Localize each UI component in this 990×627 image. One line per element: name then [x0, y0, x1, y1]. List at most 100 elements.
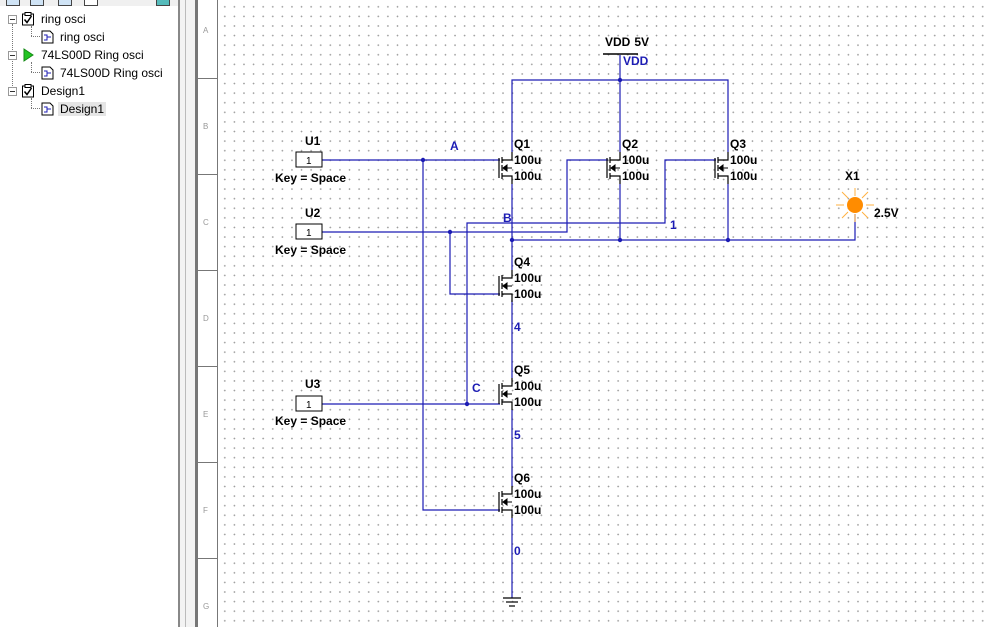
body-arrow-icon: [502, 498, 512, 506]
junction-dot: [617, 77, 623, 83]
junction-dot: [447, 229, 453, 235]
switch-u3[interactable]: U3 1 Key = Space: [275, 377, 346, 428]
net-label-c: C: [472, 381, 481, 395]
mosfet-symbol: [606, 152, 621, 184]
tree-item-design1-design[interactable]: Design1: [8, 82, 87, 100]
tree-item-74ls00d-design[interactable]: 74LS00D Ring osci: [8, 46, 146, 64]
transistor-ref: Q2: [622, 137, 638, 151]
transistor-length: 100u: [514, 169, 541, 183]
tree-item-74ls00d-sheet[interactable]: 74LS00D Ring osci: [40, 64, 165, 82]
mosfet-symbol: [714, 152, 729, 184]
transistor-width: 100u: [514, 487, 541, 501]
junction-dot: [725, 237, 731, 243]
transistor-length: 100u: [730, 169, 757, 183]
lamp-icon: [847, 197, 863, 213]
transistor-width: 100u: [514, 271, 541, 285]
tree-item-label: 74LS00D Ring osci: [41, 48, 144, 62]
net-label-5: 5: [514, 428, 521, 442]
collapse-icon[interactable]: [8, 86, 17, 96]
mosfet-symbol: [498, 486, 513, 518]
wire-c-to-q3[interactable]: [466, 159, 716, 404]
net-label-b: B: [503, 211, 512, 225]
zone-divider: [198, 174, 217, 175]
switch-label: 1: [306, 156, 312, 167]
net-label-0: 0: [514, 544, 521, 558]
tree-connector: [31, 72, 40, 73]
schematic-sheet-icon: [41, 30, 54, 44]
switch-ref: U3: [305, 377, 321, 391]
body-arrow-icon: [502, 164, 512, 172]
design-toolbox-toolbar: [0, 0, 178, 6]
save-design-icon[interactable]: [58, 0, 72, 6]
splitter-edge: [178, 0, 180, 627]
collapse-icon[interactable]: [8, 50, 17, 60]
zone-divider: [198, 78, 217, 79]
switch-u1[interactable]: U1 1 Key = Space: [275, 134, 346, 185]
wire-a-to-q6[interactable]: [422, 160, 500, 511]
wire-net-b[interactable]: [322, 159, 608, 233]
junction-dot: [420, 157, 426, 163]
zone-label: B: [203, 122, 209, 131]
transistor-ref: Q3: [730, 137, 746, 151]
probe-x1[interactable]: X1 2.5V: [836, 169, 899, 222]
hierarchy-icon[interactable]: [156, 0, 170, 6]
switch-u2[interactable]: U2 1 Key = Space: [275, 206, 346, 257]
tree-connector: [31, 98, 32, 108]
zone-divider: [198, 366, 217, 367]
tree-item-label: 74LS00D Ring osci: [60, 66, 163, 80]
schematic-sheet-icon: [41, 66, 54, 80]
body-arrow-icon: [502, 282, 512, 290]
switch-label: 1: [306, 228, 312, 239]
close-design-icon[interactable]: [84, 0, 98, 6]
tree-item-ring-osci-design[interactable]: ring osci: [8, 10, 88, 28]
switch-body[interactable]: [295, 223, 323, 240]
tree-item-ring-osci-sheet[interactable]: ring osci: [40, 28, 107, 46]
zone-label: D: [203, 314, 209, 323]
zone-label: F: [203, 506, 208, 515]
transistor-ref: Q6: [514, 471, 530, 485]
zone-divider: [198, 462, 217, 463]
wire-b-to-q4[interactable]: [449, 232, 500, 295]
switch-key: Key = Space: [275, 414, 346, 428]
zone-label: A: [203, 26, 209, 35]
transistor-length: 100u: [514, 503, 541, 517]
net-label-a: A: [450, 139, 459, 153]
tree-connector: [31, 108, 40, 109]
transistors: Q1100u100uQ2100u100uQ3100u100uQ4100u100u…: [498, 137, 757, 518]
collapse-icon[interactable]: [8, 14, 17, 24]
tree-item-design1-sheet[interactable]: Design1: [40, 100, 107, 118]
open-design-icon[interactable]: [30, 0, 44, 6]
switch-key: Key = Space: [275, 243, 346, 257]
new-design-icon[interactable]: [6, 0, 20, 6]
switch-body[interactable]: [295, 151, 323, 168]
transistor-width: 100u: [514, 153, 541, 167]
zone-label: C: [203, 218, 209, 227]
tree-item-label: ring osci: [60, 30, 105, 44]
schematic-sheet-icon: [41, 102, 54, 116]
transistor-length: 100u: [514, 287, 541, 301]
sheet-border-zones: A B C D E F G: [198, 0, 218, 627]
net-label-1: 1: [670, 218, 677, 232]
splitter-line: [185, 0, 186, 627]
vdd-net-label: VDD: [623, 54, 649, 68]
ground-symbol[interactable]: [503, 597, 521, 607]
wires: [322, 55, 856, 598]
zone-label: E: [203, 410, 209, 419]
tree-item-label: Design1: [41, 84, 86, 98]
transistor-q6[interactable]: Q6 100u 100u: [498, 471, 541, 518]
wire-net-1-output[interactable]: [512, 214, 856, 241]
switch-body[interactable]: [295, 395, 323, 412]
schematic-canvas[interactable]: [218, 0, 990, 627]
tree-connector: [31, 36, 40, 37]
panel-splitter[interactable]: [178, 0, 198, 627]
tree-connector: [31, 26, 32, 36]
mosfet-symbol: [498, 378, 513, 410]
